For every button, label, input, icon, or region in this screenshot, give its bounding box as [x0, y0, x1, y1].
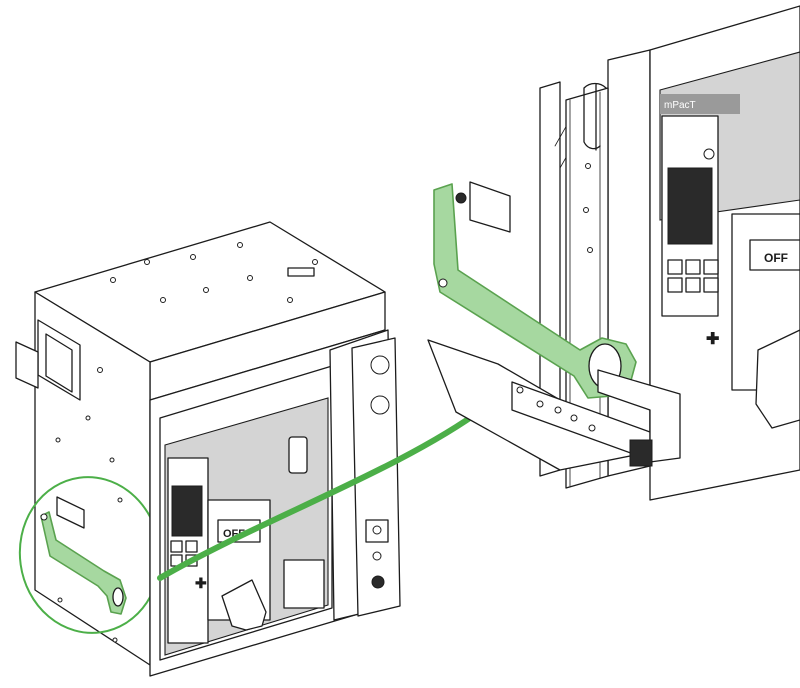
top-cover-holes	[110, 242, 318, 303]
svg-text:✚: ✚	[195, 575, 207, 591]
connector-hole-2	[370, 395, 390, 415]
control-unit-small: ✚	[167, 457, 209, 644]
side-handle-inner	[45, 333, 73, 393]
side-button-2	[372, 551, 382, 561]
detail-label-plate	[469, 181, 511, 233]
brand-label: mPacT	[664, 100, 696, 111]
side-holes	[55, 367, 123, 643]
side-button-1	[372, 525, 382, 535]
svg-text:✚: ✚	[706, 331, 719, 348]
detail-view: mPacT ✚ OFF	[427, 5, 800, 501]
racking-handle-small	[40, 511, 127, 615]
door-hook	[583, 82, 607, 151]
circuit-breaker-overview: ✚ OFF	[15, 221, 401, 677]
charging-handle-small	[221, 579, 267, 631]
connector-hole-1	[370, 355, 390, 375]
side-label-plate	[56, 496, 85, 529]
side-lug	[15, 341, 39, 389]
control-unit-detail: mPacT ✚	[660, 94, 740, 348]
frame-bar-glass	[607, 49, 651, 477]
indicator-window	[288, 436, 308, 474]
side-knob	[371, 575, 385, 589]
off-indicator-large: OFF	[731, 213, 800, 429]
off-label-large: OFF	[764, 251, 788, 265]
rail-holes	[516, 386, 596, 432]
lock-shackle-end	[629, 439, 653, 467]
